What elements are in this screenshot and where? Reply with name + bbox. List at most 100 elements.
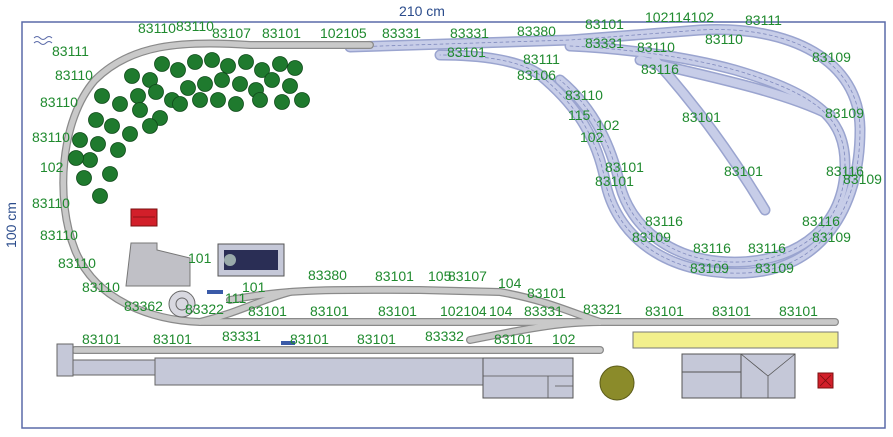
- tree-icon: [272, 56, 288, 72]
- track-label: 83101: [585, 16, 624, 32]
- track-label: 83101: [82, 331, 121, 347]
- track-label: 111: [225, 290, 246, 306]
- track-label: 83110: [55, 67, 93, 83]
- track-label: 83101: [262, 25, 301, 41]
- track-label: 83110: [138, 20, 176, 36]
- track-label: 83101: [527, 285, 566, 301]
- track-label: 83116: [641, 61, 679, 77]
- track-label: 83110: [82, 279, 120, 295]
- tree-icon: [264, 72, 280, 88]
- upper-tracks: [344, 24, 866, 279]
- track-label: 83101: [605, 159, 644, 175]
- track-label: 102: [40, 159, 64, 175]
- track-label: 83111: [52, 43, 89, 59]
- track-label: 83101: [375, 268, 414, 284]
- goods-platform: [154, 357, 486, 386]
- track-label: 102: [580, 129, 604, 145]
- track-label: 83331: [450, 25, 489, 41]
- tree-icon: [94, 88, 110, 104]
- track-label: 83107: [212, 25, 251, 41]
- track-label: 83116: [802, 213, 840, 229]
- track-label: 83109: [843, 171, 882, 187]
- tree-icon: [76, 170, 92, 186]
- track-label: 83109: [690, 260, 729, 276]
- track-label: 102: [596, 117, 620, 133]
- engine-shed: [125, 242, 191, 287]
- track-label: 83321: [583, 301, 622, 317]
- track-label: 83109: [632, 229, 671, 245]
- track-label: 83110: [176, 18, 214, 34]
- track-label: 83111: [523, 51, 560, 67]
- track-label: 83101: [724, 163, 763, 179]
- track-label: 83110: [58, 255, 96, 271]
- tree-icon: [294, 92, 310, 108]
- tree-icon: [104, 118, 120, 134]
- tree-icon: [88, 112, 104, 128]
- station-building: [56, 343, 74, 377]
- track-label: 83110: [637, 39, 675, 55]
- track-label: 101: [188, 250, 212, 266]
- tree-icon: [214, 72, 230, 88]
- round-pond: [599, 365, 635, 401]
- tree-icon: [228, 96, 244, 112]
- track-label: 83110: [705, 31, 743, 47]
- track-label: 83101: [290, 331, 329, 347]
- tree-icon: [252, 92, 268, 108]
- track-label: 83111: [745, 12, 782, 28]
- tree-icon: [90, 136, 106, 152]
- tree-icon: [192, 92, 208, 108]
- track-label: 102104: [440, 303, 487, 319]
- tree-icon: [180, 80, 196, 96]
- track-label: 83109: [812, 229, 851, 245]
- track-label: 104: [498, 275, 522, 291]
- track-label: 83101: [682, 109, 721, 125]
- tree-icon: [82, 152, 98, 168]
- track-label: 83332: [425, 328, 464, 344]
- track-label: 83101: [447, 44, 486, 60]
- lower-tracks: [59, 39, 839, 354]
- tree-icon: [274, 94, 290, 110]
- scenery: [56, 208, 839, 401]
- passenger-platform: [632, 331, 839, 349]
- tree-icon: [287, 60, 303, 76]
- tree-icon: [187, 54, 203, 70]
- red-marker: [130, 208, 158, 227]
- tree-icon: [102, 166, 118, 182]
- track-label: 83331: [585, 35, 624, 51]
- tree-icon: [238, 54, 254, 70]
- track-label: 83331: [382, 25, 421, 41]
- track-label: 83101: [712, 303, 751, 319]
- tree-icon: [170, 62, 186, 78]
- tree-icon: [130, 88, 146, 104]
- track-label: 83106: [517, 67, 556, 83]
- track-label: 83109: [755, 260, 794, 276]
- track-label: 102105: [320, 25, 367, 41]
- track-label: 83380: [308, 267, 347, 283]
- track-label: 115: [568, 107, 591, 123]
- track-label: 83362: [124, 298, 163, 314]
- tree-icon: [132, 102, 148, 118]
- platform-lower: [72, 359, 156, 376]
- tree-icon: [210, 92, 226, 108]
- height-dimension: 100 cm: [3, 202, 19, 248]
- track-label: 83101: [357, 331, 396, 347]
- track-label: 105: [428, 268, 452, 284]
- track-label: 83101: [378, 303, 417, 319]
- track-label: 83109: [812, 49, 851, 65]
- track-label: 83331: [222, 328, 261, 344]
- track-label: 102: [552, 331, 576, 347]
- tree-icon: [197, 76, 213, 92]
- track-label: 83116: [693, 240, 731, 256]
- town-buildings: [681, 353, 796, 399]
- track-label: 83331: [524, 303, 563, 319]
- track-label: 102114102: [645, 9, 714, 25]
- width-dimension: 210 cm: [399, 3, 445, 19]
- track-label: 83110: [40, 94, 78, 110]
- tree-icon: [204, 52, 220, 68]
- warehouse: [482, 357, 574, 399]
- track-label: 83110: [32, 195, 70, 211]
- trees: [68, 52, 310, 204]
- track-label: 83322: [185, 301, 224, 317]
- tree-icon: [254, 62, 270, 78]
